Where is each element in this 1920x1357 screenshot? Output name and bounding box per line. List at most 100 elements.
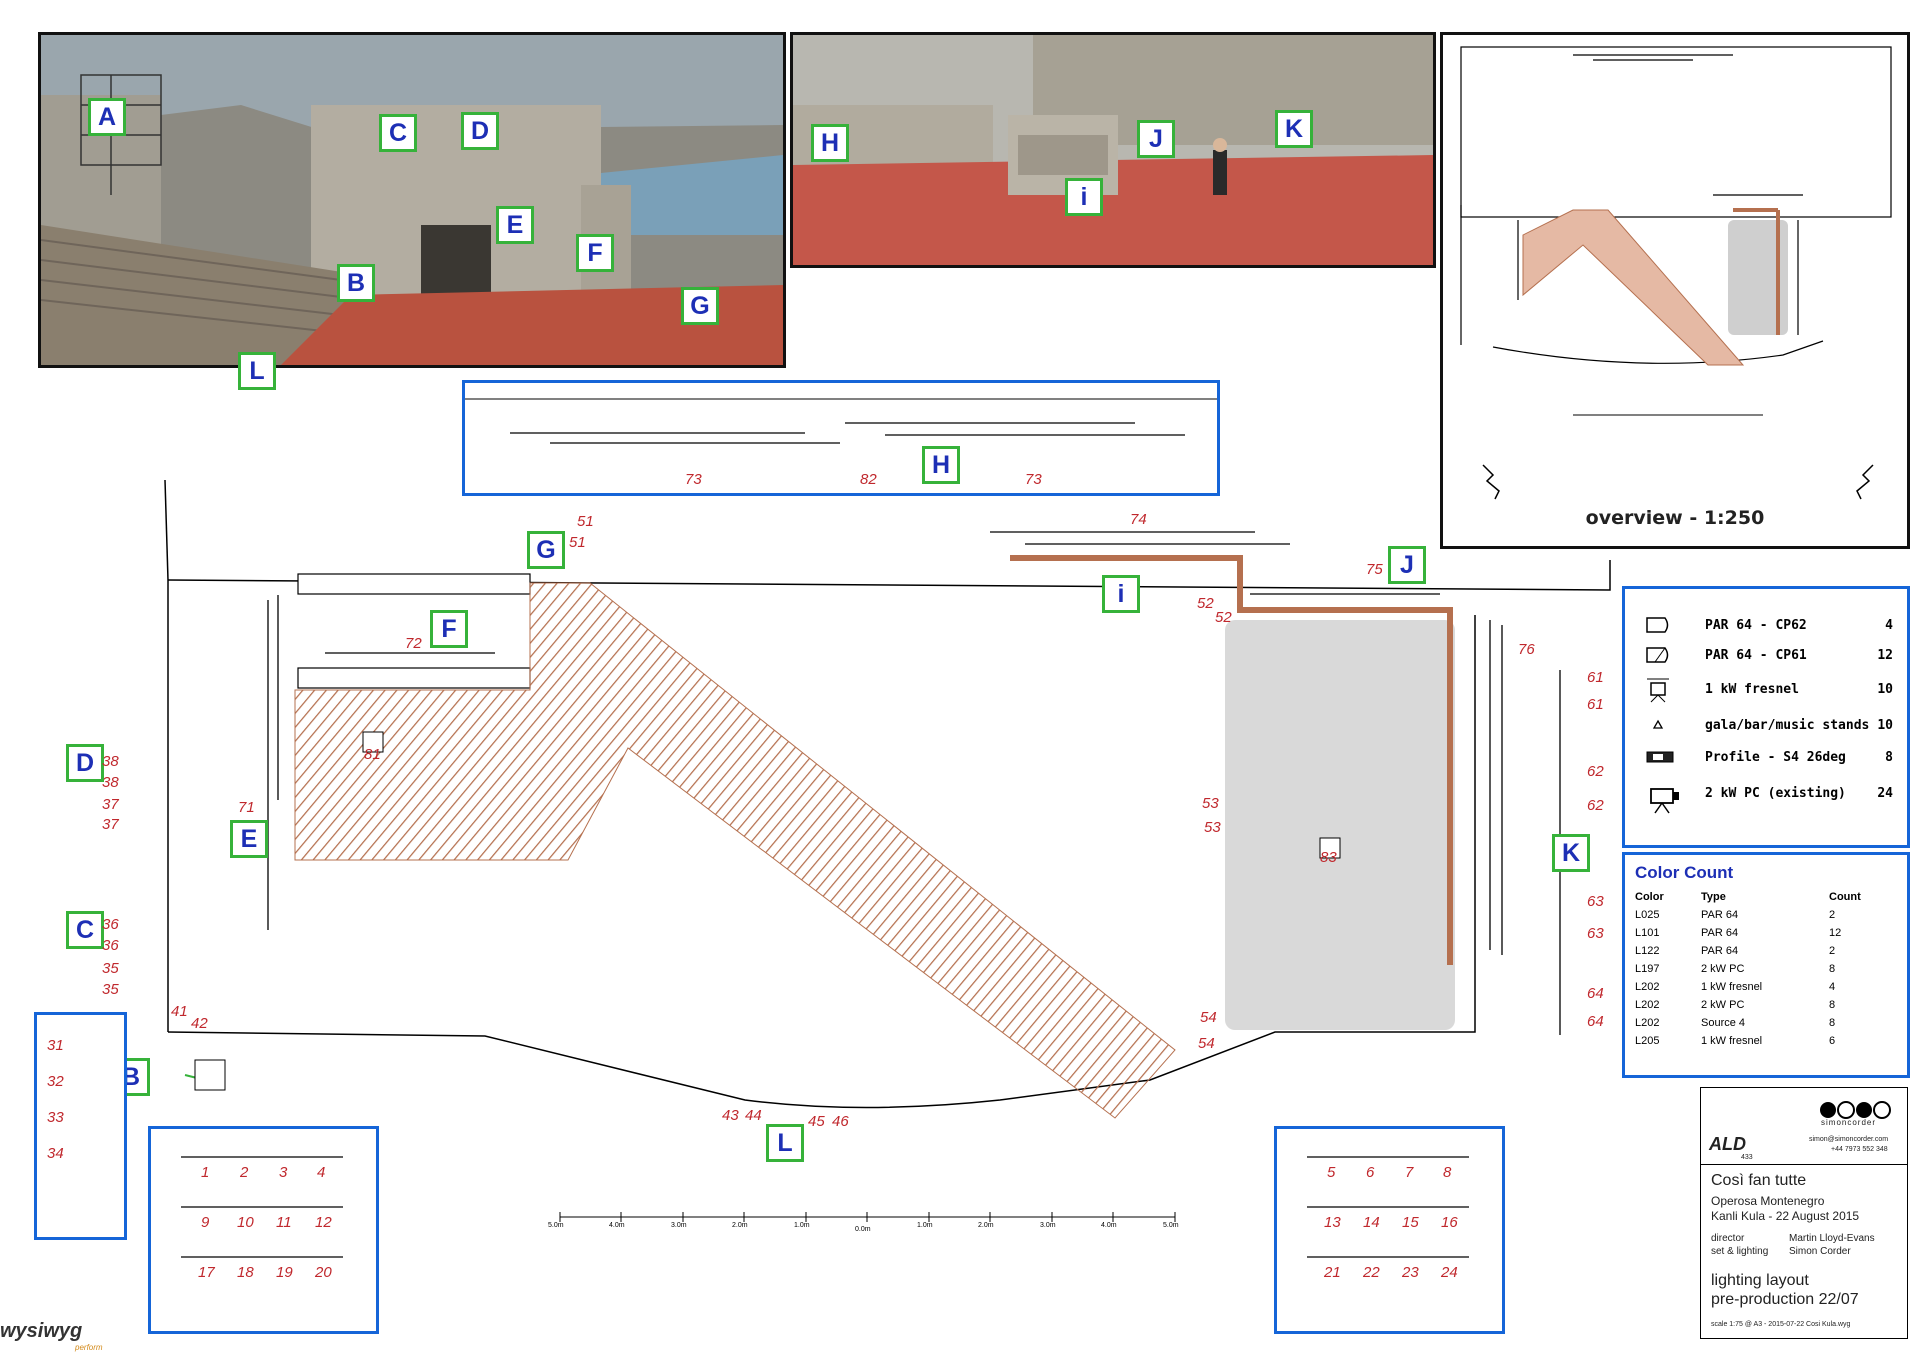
fixture-19: 19 [276, 1264, 293, 1281]
zone-tag-f: F [430, 610, 468, 648]
zone-tag-a-photo: A [88, 98, 126, 136]
fixture-21: 21 [1324, 1264, 1341, 1281]
par64-cp61-icon [1646, 647, 1669, 663]
fixture-44: 44 [745, 1107, 762, 1124]
scale-tick: 0.0m [855, 1226, 871, 1233]
cc-count: 2 [1829, 909, 1836, 921]
cc-count: 2 [1829, 945, 1836, 957]
cc-header-color: Color [1635, 891, 1664, 903]
cc-type: Source 4 [1701, 1017, 1746, 1029]
legend-label: 2 kW PC (existing) [1705, 786, 1846, 801]
fixture-45: 45 [808, 1113, 825, 1130]
zone-tag-e: E [230, 820, 268, 858]
scale-bar [559, 1212, 1176, 1222]
venue-photo-left-art [41, 35, 783, 365]
legend-row-fresnel: 1 kW fresnel 10 [1625, 675, 1907, 705]
fixture-38b: 38 [102, 774, 119, 791]
zone-tag-f-photo: F [576, 234, 614, 272]
ramp-hatch [294, 582, 1176, 1119]
title-block: simoncorder ALD 433 simon@simoncorder.co… [1700, 1087, 1908, 1339]
fixture-37b: 37 [102, 816, 119, 833]
pc-fixture-cluster [1225, 620, 1455, 1030]
overview-title: overview - 1:250 [1585, 507, 1765, 529]
production-title: Così fan tutte [1711, 1172, 1807, 1189]
cc-color: L101 [1635, 927, 1660, 939]
legend-qty: 24 [1877, 786, 1893, 801]
fixture-16: 16 [1441, 1214, 1458, 1231]
venue-date: Kanli Kula - 22 August 2015 [1711, 1209, 1860, 1223]
zone-tag-b-photo: B [337, 264, 375, 302]
zone-tag-g: G [527, 531, 565, 569]
fixture-46: 46 [832, 1113, 849, 1130]
fixture-14: 14 [1363, 1214, 1380, 1231]
fixture-41: 41 [171, 1003, 188, 1020]
color-count-box: Color Count Color Type Count L025 PAR 64… [1622, 852, 1910, 1078]
scale-tick: 5.0m [548, 1222, 564, 1229]
a-bar-box: 1 2 3 4 9 10 11 12 17 18 19 20 [148, 1126, 379, 1334]
fixture-7: 7 [1405, 1164, 1414, 1181]
cc-header-count: Count [1829, 891, 1861, 903]
cc-type: PAR 64 [1701, 927, 1739, 939]
zone-tag-k: K [1552, 834, 1590, 872]
fixture-42: 42 [191, 1015, 208, 1032]
fixture-81: 81 [364, 746, 381, 763]
fixture-54: 54 [1200, 1009, 1217, 1026]
fixture-61b: 61 [1587, 696, 1604, 713]
h-bar-box [462, 380, 1220, 496]
fixture-11: 11 [276, 1214, 292, 1231]
legend-label: gala/bar/music stands [1705, 718, 1870, 733]
software-logo-sub: perform [75, 1343, 103, 1352]
right-bar-box: 5 6 7 8 13 14 15 16 21 22 23 24 [1274, 1126, 1505, 1334]
fixture-82: 82 [860, 471, 877, 488]
fixture-64: 64 [1587, 985, 1604, 1002]
zone-tag-j: J [1388, 546, 1426, 584]
scale-tick: 5.0m [1163, 1222, 1179, 1229]
fresnel-1kw-icon [1647, 678, 1669, 703]
logo-number: 433 [1741, 1154, 1753, 1161]
fixture-52b: 52 [1215, 609, 1232, 626]
scale-note: scale 1:75 @ A3 - 2015-07-22 Cosi Kula.w… [1711, 1321, 1851, 1328]
legend-qty: 8 [1885, 750, 1893, 765]
zone-tag-i: i [1102, 575, 1140, 613]
fixture-36: 36 [102, 916, 119, 933]
fixture-72: 72 [405, 635, 422, 652]
zone-tag-g-photo: G [681, 287, 719, 325]
profile-s4-icon [1646, 751, 1674, 763]
cc-type: 1 kW fresnel [1701, 1035, 1763, 1047]
zone-tag-c: C [66, 911, 104, 949]
fixture-9: 9 [201, 1214, 210, 1231]
scale-tick: 2.0m [732, 1222, 748, 1229]
cc-count: 8 [1829, 1017, 1836, 1029]
fixture-1: 1 [201, 1164, 210, 1181]
fixture-2: 2 [240, 1164, 249, 1181]
scale-tick: 3.0m [1040, 1222, 1056, 1229]
venue-photo-left [38, 32, 786, 368]
fixture-37: 37 [102, 796, 119, 813]
fixture-64b: 64 [1587, 1013, 1604, 1030]
cc-count: 6 [1829, 1035, 1836, 1047]
scale-tick: 4.0m [1101, 1222, 1117, 1229]
company-name: Operosa Montenegro [1711, 1194, 1825, 1208]
fixture-63b: 63 [1587, 925, 1604, 942]
venue-photo-middle-art [793, 35, 1433, 265]
software-logo: wysiwyg [0, 1320, 83, 1342]
fixture-32: 32 [47, 1073, 64, 1090]
fixture-12: 12 [315, 1214, 332, 1231]
contact-email: simon@simoncorder.com [1809, 1136, 1889, 1143]
fixture-61: 61 [1587, 669, 1604, 686]
fixture-17: 17 [198, 1264, 215, 1281]
fixture-73b: 73 [1025, 471, 1042, 488]
legend-qty: 4 [1885, 618, 1893, 633]
legend-label: PAR 64 - CP62 [1705, 618, 1807, 633]
fixture-8: 8 [1443, 1164, 1452, 1181]
cc-type: 2 kW PC [1701, 963, 1745, 975]
cc-count: 12 [1829, 927, 1842, 939]
fixture-3: 3 [279, 1164, 288, 1181]
cc-color: L025 [1635, 909, 1660, 921]
fixture-20: 20 [315, 1264, 332, 1281]
zone-tag-e-photo: E [496, 206, 534, 244]
fixture-6: 6 [1366, 1164, 1375, 1181]
cc-color: L122 [1635, 945, 1660, 957]
legend-row-par64-cp61: PAR 64 - CP61 12 [1625, 641, 1907, 671]
